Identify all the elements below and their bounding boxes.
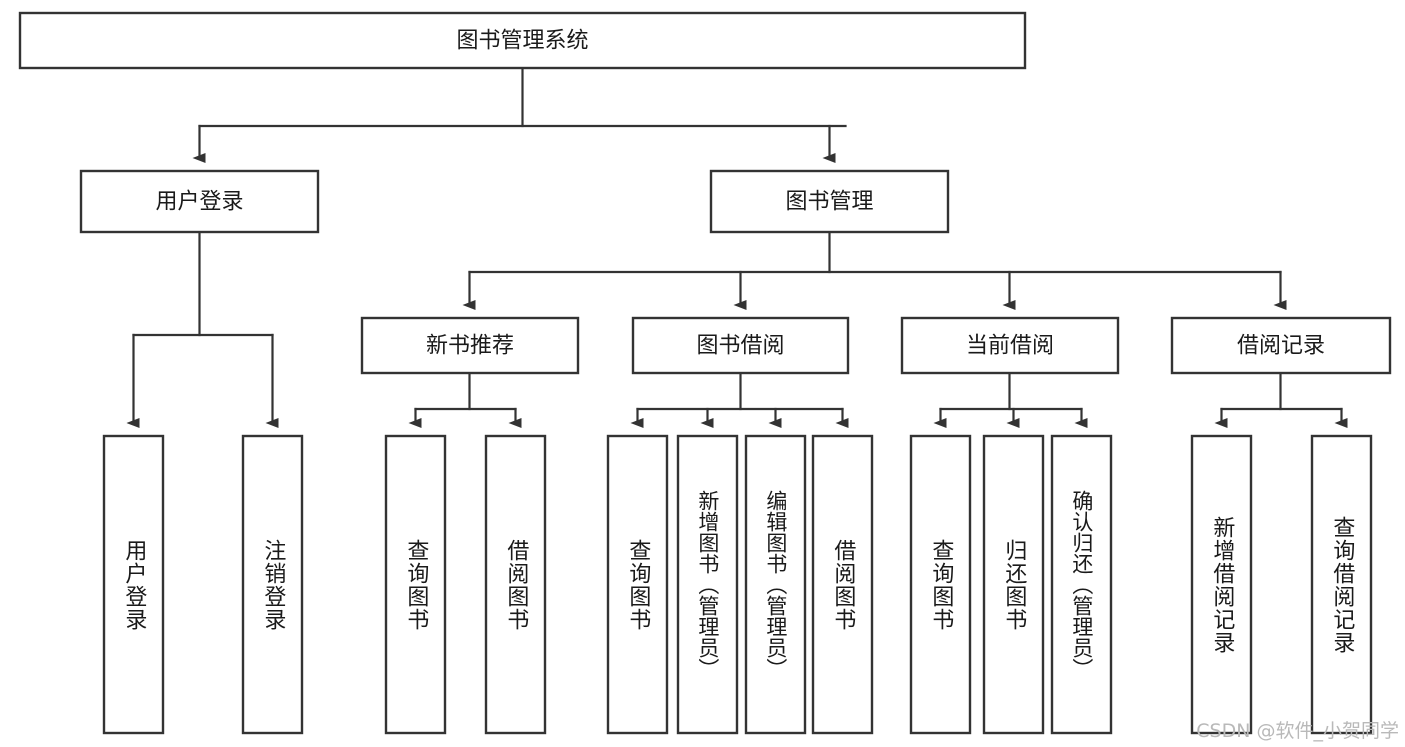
node-new-book-recommend-label: 新书推荐: [426, 334, 514, 359]
node-current-borrow-label: 当前借阅: [966, 334, 1054, 359]
connectors-current-borrow-to-leaves: [933, 371, 1088, 428]
node-leaf-add-book-admin-box[interactable]: [676, 434, 739, 735]
node-new-book-recommend[interactable]: 新书推荐: [360, 316, 580, 375]
node-user-login-label: 用户登录: [155, 190, 243, 215]
node-borrow-record[interactable]: 借阅记录: [1170, 316, 1392, 375]
node-leaf-query-book-borrow-box[interactable]: [606, 434, 669, 735]
node-book-borrow-label: 图书借阅: [696, 334, 784, 359]
connectors-borrow-record-to-leaves: [1214, 371, 1348, 428]
connectors-book-borrow-to-leaves: [630, 371, 849, 428]
node-current-borrow-box[interactable]: [900, 316, 1120, 375]
connectors-book-manage-to-level3: [462, 230, 1287, 310]
node-leaf-query-book-current-box[interactable]: [909, 434, 972, 735]
node-leaf-add-borrow-record-box[interactable]: [1190, 434, 1253, 735]
node-root-label: 图书管理系统: [456, 29, 588, 54]
node-book-borrow[interactable]: 图书借阅: [631, 316, 850, 375]
node-user-login[interactable]: 用户登录: [79, 169, 320, 234]
node-book-manage-box[interactable]: [709, 169, 950, 234]
connectors-new-book-recommend-to-leaves: [408, 371, 522, 428]
node-leaf-user-login-box[interactable]: [102, 434, 165, 735]
node-new-book-recommend-box[interactable]: [360, 316, 580, 375]
leaf-boxes: [102, 434, 1373, 735]
node-leaf-borrow-book-box[interactable]: [811, 434, 874, 735]
node-root[interactable]: 图书管理系统: [18, 11, 1027, 70]
node-user-login-box[interactable]: [79, 169, 320, 234]
node-leaf-return-book-box[interactable]: [982, 434, 1045, 735]
node-leaf-user-logout-box[interactable]: [241, 434, 304, 735]
node-leaf-confirm-return-admin-box[interactable]: [1050, 434, 1113, 735]
node-leaf-edit-book-admin-box[interactable]: [744, 434, 807, 735]
connectors-level1-to-level2: [192, 66, 847, 163]
node-borrow-record-label: 借阅记录: [1237, 334, 1325, 359]
node-current-borrow[interactable]: 当前借阅: [900, 316, 1120, 375]
node-book-manage-label: 图书管理: [785, 190, 873, 215]
node-leaf-borrow-book-recommend-box[interactable]: [484, 434, 547, 735]
node-leaf-query-borrow-record-box[interactable]: [1310, 434, 1373, 735]
connectors-user-login-to-leaves: [126, 230, 279, 428]
node-root-box[interactable]: [18, 11, 1027, 70]
csdn-watermark: CSDN @软件_小贺同学: [1196, 720, 1399, 742]
node-borrow-record-box[interactable]: [1170, 316, 1392, 375]
node-book-borrow-box[interactable]: [631, 316, 850, 375]
node-book-manage[interactable]: 图书管理: [709, 169, 950, 234]
node-leaf-query-book-recommend-box[interactable]: [384, 434, 447, 735]
